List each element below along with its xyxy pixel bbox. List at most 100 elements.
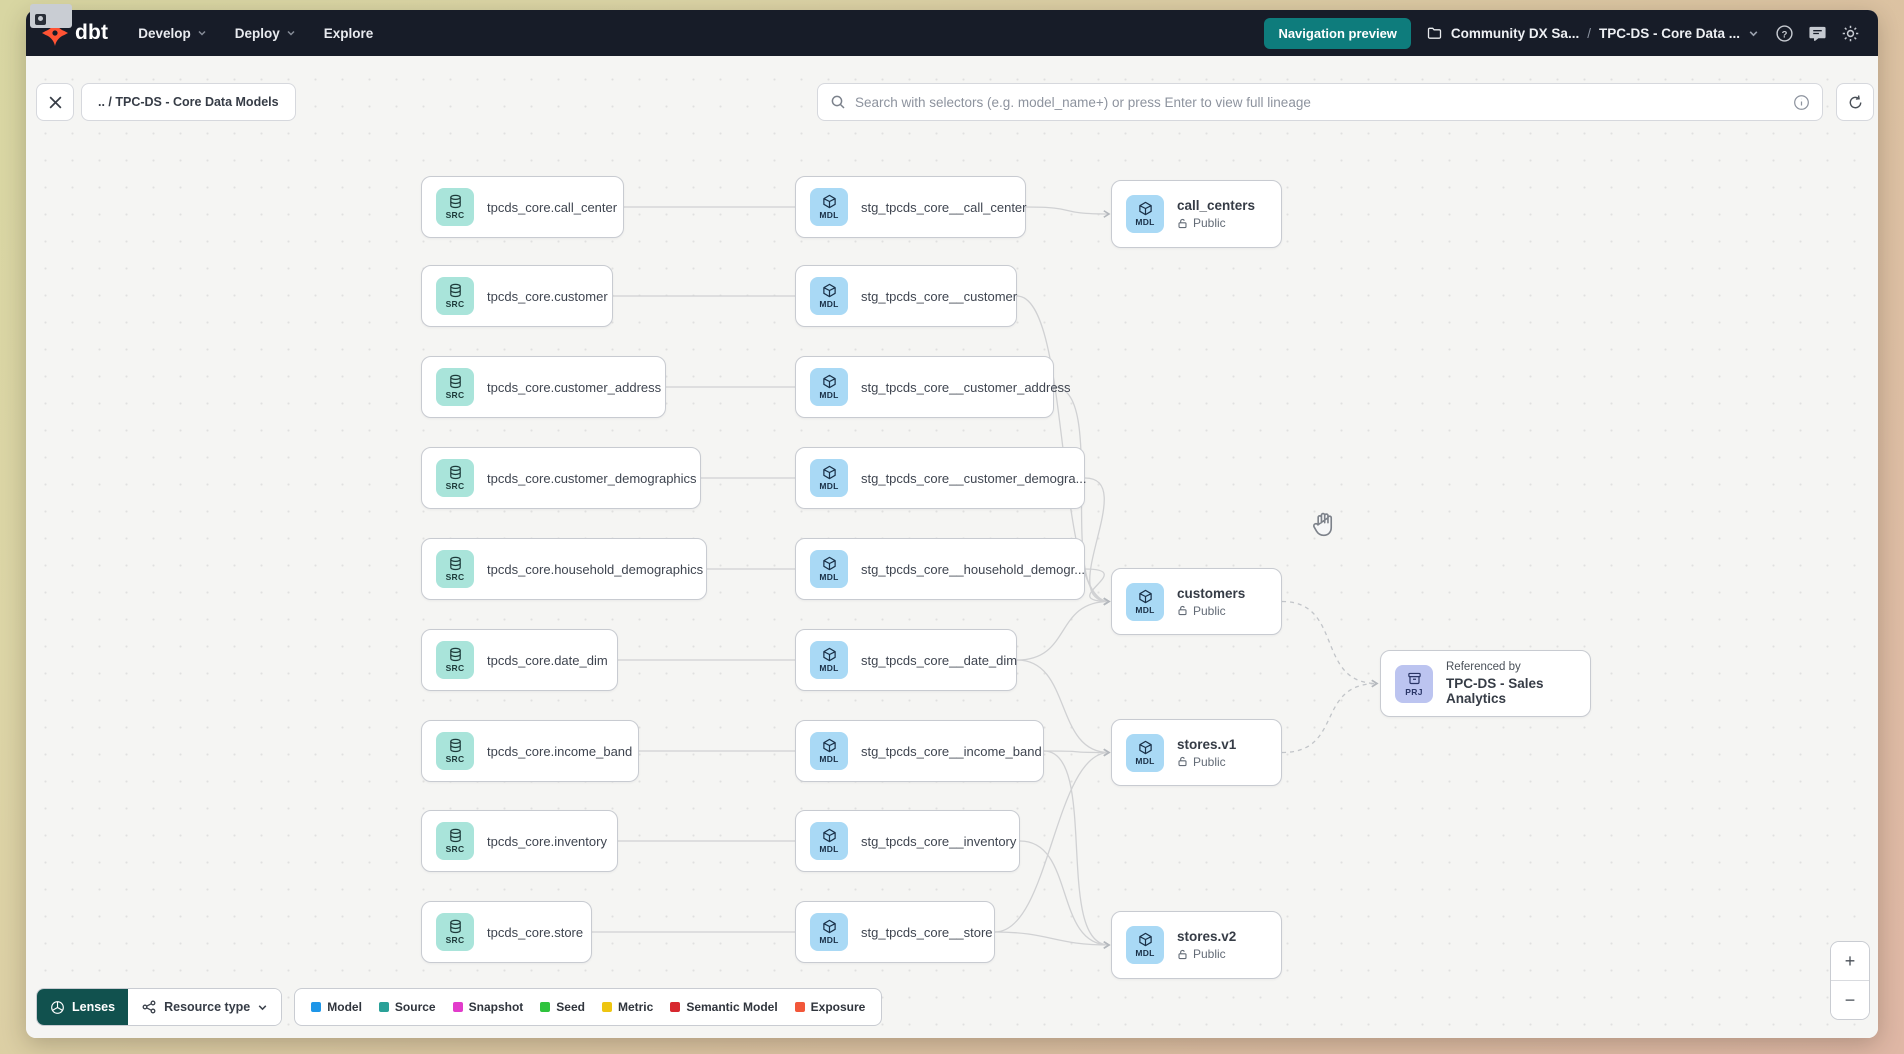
source-icon: SRC xyxy=(436,550,474,588)
chevron-down-icon[interactable] xyxy=(1748,28,1759,39)
legend-swatch xyxy=(452,1002,463,1012)
close-lineage-button[interactable] xyxy=(36,83,74,121)
search-input[interactable] xyxy=(855,94,1784,110)
legend-label: Model xyxy=(327,1000,362,1014)
legend-chip-snapshot: Snapshot xyxy=(452,1000,524,1014)
canvas-footer-bar: Lenses Resource type Model Source Snapshot… xyxy=(36,988,883,1026)
dbt-logo[interactable]: dbt xyxy=(42,20,108,46)
node-label: tpcds_core.store xyxy=(487,924,584,940)
node-label: customers xyxy=(1177,585,1246,601)
feedback-icon[interactable] xyxy=(1808,24,1827,43)
lineage-canvas[interactable]: .. / TPC-DS - Core Data Models SRCtpcds_… xyxy=(26,56,1878,1038)
legend-swatch xyxy=(670,1002,681,1012)
source-node-tpcds_core.customer[interactable]: SRC tpcds_core.customer xyxy=(421,265,613,327)
access-badge: Public xyxy=(1177,755,1236,769)
legend-swatch xyxy=(378,1002,389,1012)
header-breadcrumb: Community DX Sa... / TPC-DS - Core Data … xyxy=(1427,25,1759,41)
unlock-icon xyxy=(1177,949,1188,960)
source-node-tpcds_core.income_band[interactable]: SRC tpcds_core.income_band xyxy=(421,720,639,782)
person-icon xyxy=(35,14,46,25)
source-node-tpcds_core.store[interactable]: SRC tpcds_core.store xyxy=(421,901,592,963)
nav-item-label: Deploy xyxy=(234,25,280,41)
lenses-label: Lenses xyxy=(72,1000,116,1014)
model-icon: MDL xyxy=(810,822,848,860)
navigation-preview-button[interactable]: Navigation preview xyxy=(1264,17,1411,49)
model-icon: MDL xyxy=(1126,582,1164,621)
source-icon: SRC xyxy=(436,277,474,315)
dbt-logo-icon xyxy=(42,20,68,46)
unlock-icon xyxy=(1177,218,1188,229)
legend-swatch xyxy=(794,1002,805,1012)
lineage-breadcrumb[interactable]: .. / TPC-DS - Core Data Models xyxy=(81,83,296,121)
breadcrumb-project[interactable]: Community DX Sa... xyxy=(1450,25,1580,41)
source-icon: SRC xyxy=(436,732,474,770)
refresh-lineage-button[interactable] xyxy=(1836,83,1874,121)
resource-type-icon xyxy=(142,1000,156,1014)
breadcrumb-page[interactable]: TPC-DS - Core Data ... xyxy=(1598,25,1740,41)
lens-icon xyxy=(51,1000,64,1014)
model-icon: MDL xyxy=(810,368,848,406)
info-icon[interactable] xyxy=(1793,94,1810,111)
legend-label: Snapshot xyxy=(468,1000,524,1014)
hand-grab-cursor xyxy=(1310,511,1338,539)
node-label: tpcds_core.income_band xyxy=(487,743,633,759)
main-nav: Develop Deploy Explore xyxy=(138,26,373,41)
node-label: call_centers xyxy=(1177,198,1256,213)
resource-type-button[interactable]: Resource type xyxy=(128,989,282,1025)
nav-item-label: Develop xyxy=(138,25,191,41)
node-label: tpcds_core.customer xyxy=(487,288,608,304)
nav-item-deploy[interactable]: Deploy xyxy=(235,26,296,41)
node-label: stg_tpcds_core__income_band xyxy=(861,743,1042,759)
divider xyxy=(1831,980,1869,981)
nav-item-explore[interactable]: Explore xyxy=(324,26,374,41)
legend-chip-seed: Seed xyxy=(540,1000,585,1014)
app-window: dbt Develop Deploy Explore Navigation prev… xyxy=(26,4,1878,1038)
project-node-tpc-ds-sales-analytics[interactable]: PRJ Referenced by TPC-DS - Sales Analytics xyxy=(1380,650,1591,717)
node-label: stg_tpcds_core__store xyxy=(861,924,993,940)
legend-chip-source: Source xyxy=(378,1000,436,1014)
top-navbar: dbt Develop Deploy Explore Navigation prev… xyxy=(26,10,1878,56)
legend-swatch xyxy=(311,1002,322,1012)
node-label: tpcds_core.customer_demographics xyxy=(487,470,697,486)
node-label: tpcds_core.customer_address xyxy=(487,379,662,395)
nav-item-develop[interactable]: Develop xyxy=(138,26,207,41)
node-label: tpcds_core.inventory xyxy=(487,833,607,849)
source-node-tpcds_core.inventory[interactable]: SRC tpcds_core.inventory xyxy=(421,810,618,872)
legend-chip-exposure: Exposure xyxy=(794,1000,865,1014)
resource-type-label: Resource type xyxy=(164,1000,251,1014)
legend-label: Seed xyxy=(556,1000,585,1014)
zoom-in-button[interactable]: + xyxy=(1831,942,1869,980)
source-icon: SRC xyxy=(436,822,474,860)
node-label: TPC-DS - Sales Analytics xyxy=(1446,676,1544,706)
svg-text:?: ? xyxy=(1782,29,1788,40)
source-icon: SRC xyxy=(436,913,474,951)
help-icon[interactable]: ? xyxy=(1775,24,1794,43)
referenced-by-caption: Referenced by xyxy=(1446,661,1521,673)
access-badge: Public xyxy=(1177,604,1245,618)
node-label: tpcds_core.date_dim xyxy=(487,652,608,668)
zoom-out-button[interactable]: − xyxy=(1831,981,1869,1019)
project-icon: PRJ xyxy=(1395,664,1433,703)
chevron-down-icon xyxy=(258,1004,267,1010)
settings-gear-icon[interactable] xyxy=(1841,24,1860,43)
lenses-button[interactable]: Lenses xyxy=(37,989,129,1025)
